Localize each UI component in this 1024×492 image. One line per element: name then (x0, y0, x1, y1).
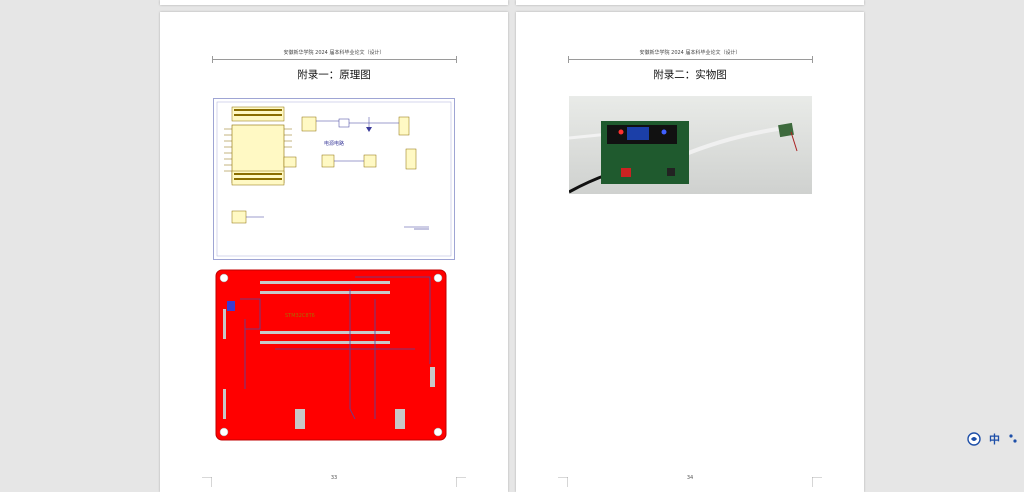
device-photo-drawing (569, 96, 812, 194)
header-rule-left-tick (212, 56, 213, 63)
ime-toolbar[interactable]: 中 (967, 431, 1018, 447)
device-photo (569, 96, 812, 194)
page-number: 34 (686, 475, 694, 481)
pcb-mcu-label: STM32C8T6 (285, 313, 315, 319)
header-rule-left-tick (568, 56, 569, 63)
ime-logo-icon[interactable] (967, 432, 981, 446)
pcb-drawing: STM32C8T6 (215, 269, 447, 441)
punctuation-icon[interactable] (1008, 433, 1018, 445)
appendix-title: 附录一：原理图 (297, 69, 371, 81)
previous-page-left-bottom (160, 0, 508, 5)
schematic-drawing: 电源电路 (216, 101, 452, 257)
header-rule-right-tick (812, 56, 813, 63)
previous-page-right-bottom (516, 0, 864, 5)
page-34: 安徽新华学院 2024 届本科毕业论文（设计） 附录二：实物图 (516, 12, 864, 492)
appendix-title: 附录二：实物图 (653, 69, 727, 81)
page-33: 安徽新华学院 2024 届本科毕业论文（设计） 附录一：原理图 (160, 12, 508, 492)
page-number: 33 (330, 475, 338, 481)
header-rule (212, 59, 456, 60)
page-header: 安徽新华学院 2024 届本科毕业论文（设计） (639, 50, 741, 56)
header-rule-right-tick (456, 56, 457, 63)
ime-mode-toggle[interactable]: 中 (989, 433, 1000, 446)
pcb-layout-image: STM32C8T6 (215, 269, 447, 441)
page-header: 安徽新华学院 2024 届本科毕业论文（设计） (283, 50, 385, 56)
power-circuit-label: 电源电路 (324, 140, 344, 147)
header-rule (568, 59, 812, 60)
schematic-image: 电源电路 (213, 98, 455, 260)
